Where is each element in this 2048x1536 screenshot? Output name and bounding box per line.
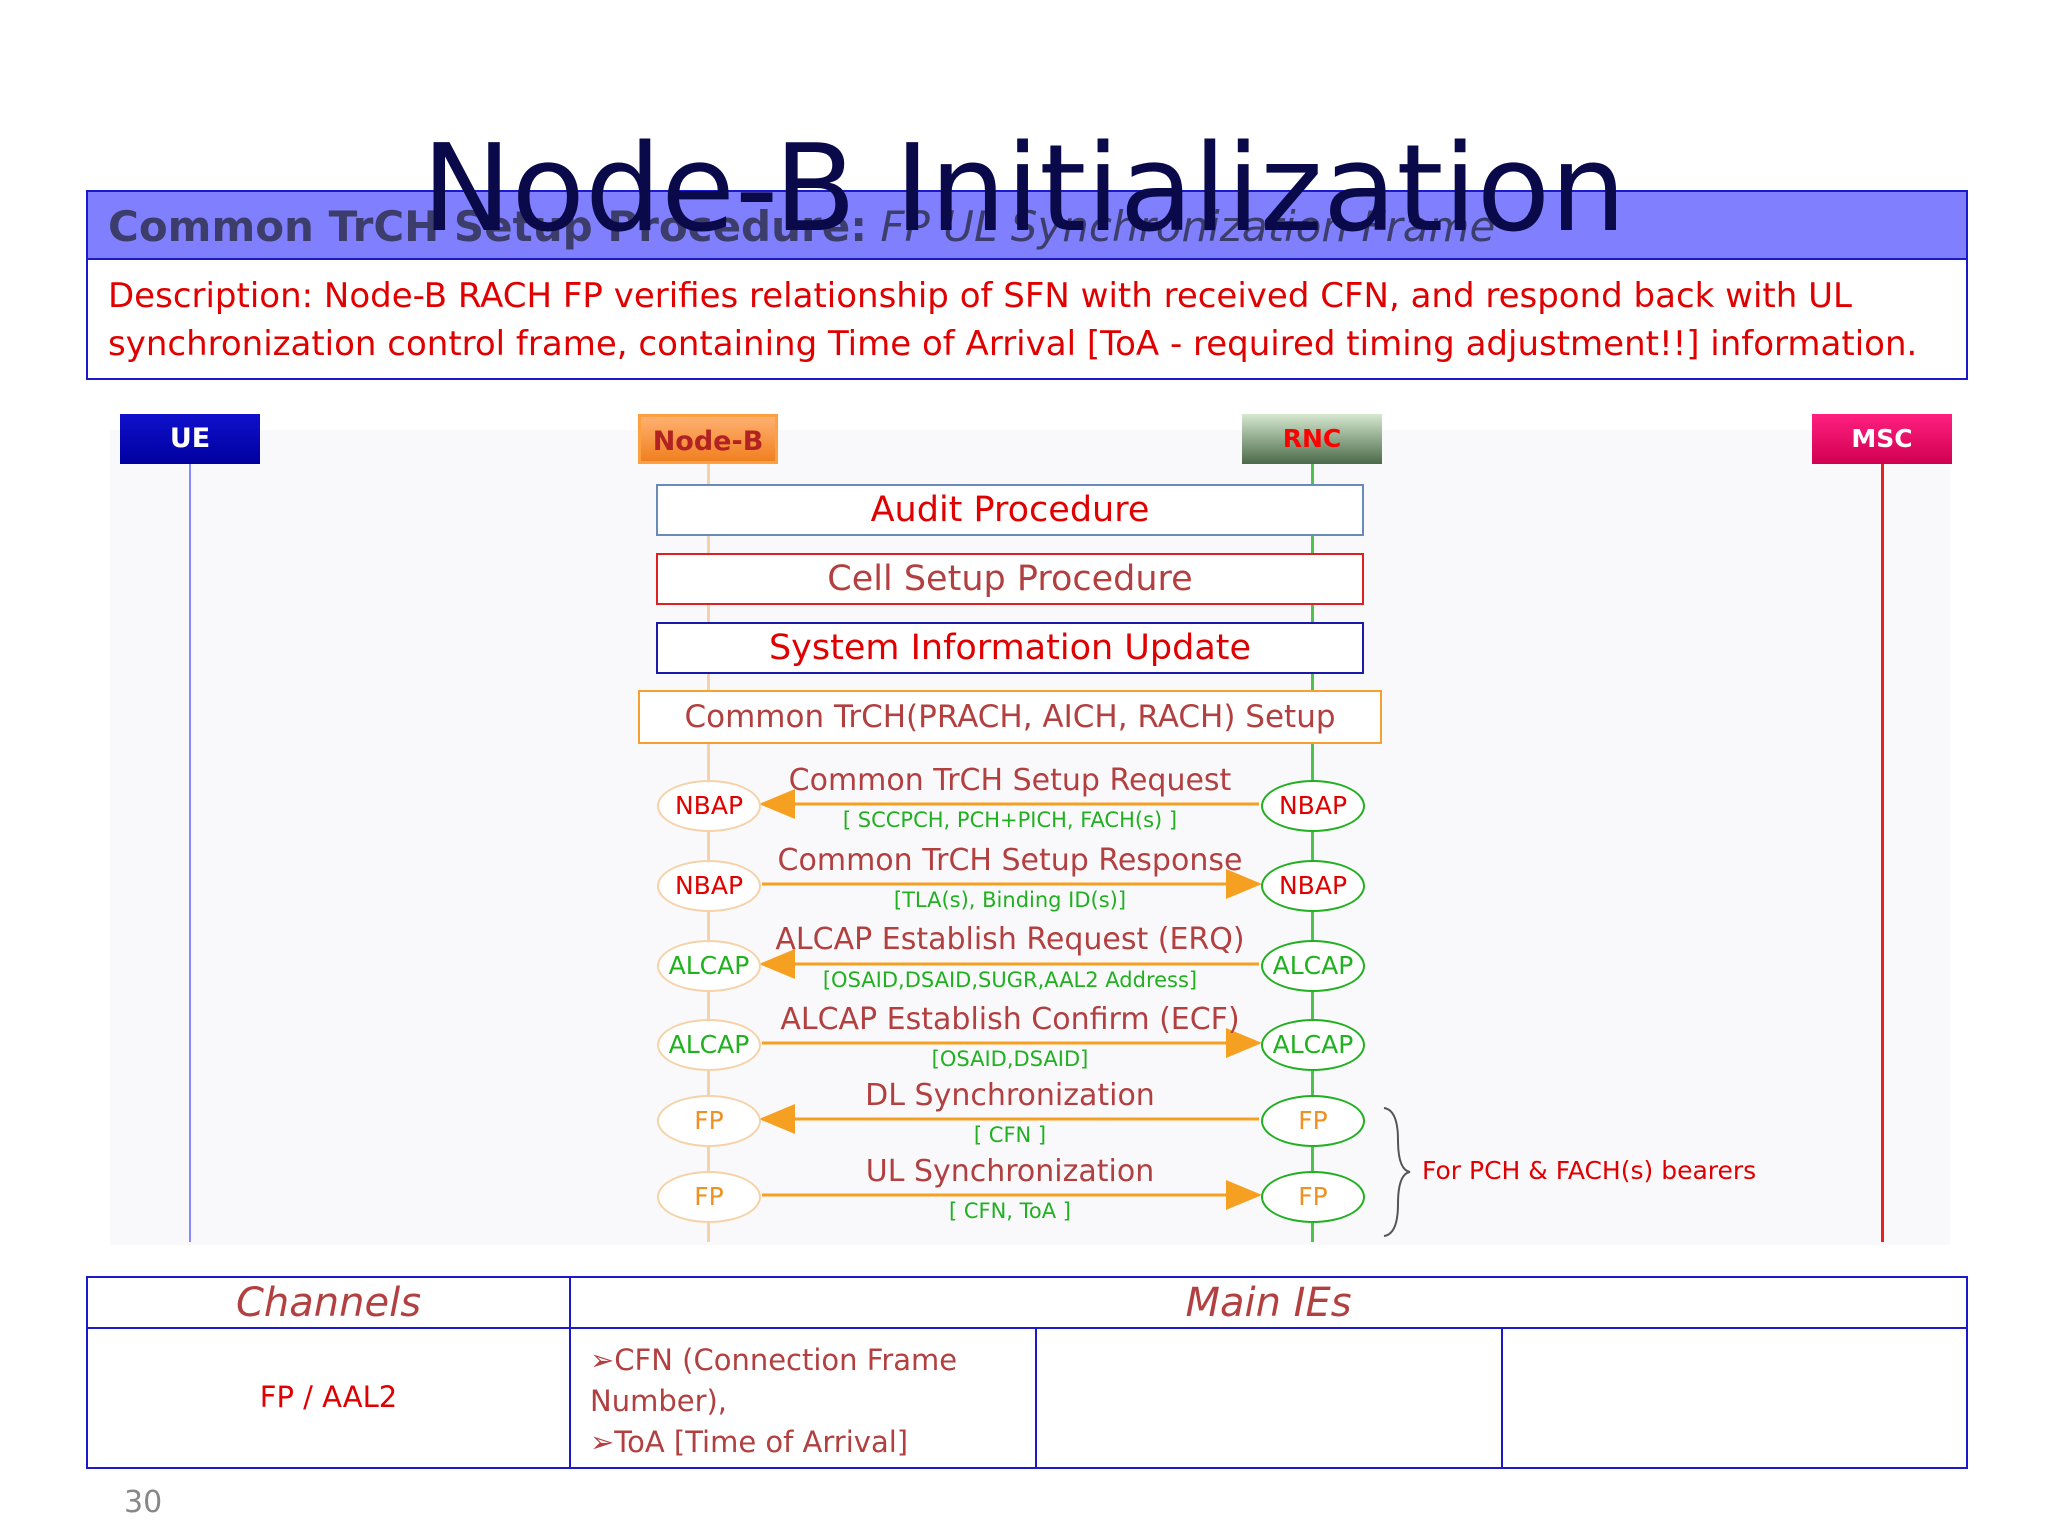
msc-lifeline bbox=[1881, 464, 1884, 1242]
nbap-oval-rnc: NBAP bbox=[1261, 860, 1365, 912]
slide-title: Node-B Initialization bbox=[421, 120, 1627, 259]
table-header-main-ies: Main IEs bbox=[1185, 1280, 1352, 1326]
alcap-oval-nodeb: ALCAP bbox=[657, 940, 761, 992]
page-number: 30 bbox=[124, 1485, 163, 1520]
table-header-channels: Channels bbox=[235, 1280, 422, 1326]
procedure-header: Common TrCH Setup Procedure: FP UL Synch… bbox=[108, 202, 1495, 251]
table-col-divider-3 bbox=[1501, 1327, 1503, 1469]
msg-label: ALCAP Establish Confirm (ECF) bbox=[780, 1002, 1240, 1037]
procedure-header-main: Common TrCH Setup Procedure: bbox=[108, 202, 868, 251]
alcap-oval-nodeb: ALCAP bbox=[657, 1019, 761, 1071]
nbap-oval-nodeb: NBAP bbox=[657, 780, 761, 832]
table-cell-channel: FP / AAL2 bbox=[259, 1380, 398, 1414]
msg-label: Common TrCH Setup Response bbox=[777, 843, 1243, 878]
table-col-divider-1 bbox=[569, 1276, 571, 1469]
ie-toa: ➢ToA [Time of Arrival] bbox=[590, 1425, 909, 1459]
fp-oval-rnc: FP bbox=[1261, 1095, 1365, 1147]
ue-lifeline bbox=[189, 464, 191, 1242]
bearers-brace bbox=[1383, 1107, 1411, 1237]
alcap-oval-rnc: ALCAP bbox=[1261, 940, 1365, 992]
table-header-divider bbox=[86, 1327, 1968, 1329]
rnc-lifeline bbox=[1311, 464, 1314, 1242]
table-col-divider-2 bbox=[1035, 1327, 1037, 1469]
entity-nodeb: Node-B bbox=[638, 414, 778, 464]
msg-params: [ SCCPCH, PCH+PICH, FACH(s) ] bbox=[842, 808, 1178, 832]
fp-oval-nodeb: FP bbox=[657, 1095, 761, 1147]
msg-label: DL Synchronization bbox=[865, 1078, 1155, 1113]
bearers-annotation: For PCH & FACH(s) bearers bbox=[1422, 1156, 1757, 1185]
table-cell-ies: ➢CFN (Connection Frame Number), ➢ToA [Ti… bbox=[590, 1340, 1030, 1463]
ie-cfn: ➢CFN (Connection Frame Number), bbox=[590, 1343, 958, 1418]
msg-params: [TLA(s), Binding ID(s)] bbox=[893, 888, 1127, 912]
system-info-update-box: System Information Update bbox=[656, 622, 1364, 674]
msg-params: [OSAID,DSAID] bbox=[931, 1047, 1089, 1071]
common-trch-setup-box: Common TrCH(PRACH, AICH, RACH) Setup bbox=[638, 690, 1382, 744]
msg-label: Common TrCH Setup Request bbox=[788, 763, 1232, 798]
procedure-header-sub: FP UL Synchronization Frame bbox=[867, 202, 1496, 251]
fp-oval-nodeb: FP bbox=[657, 1171, 761, 1223]
fp-oval-rnc: FP bbox=[1261, 1171, 1365, 1223]
msg-params: [ CFN, ToA ] bbox=[948, 1199, 1071, 1223]
nbap-oval-nodeb: NBAP bbox=[657, 860, 761, 912]
msg-params: [ CFN ] bbox=[973, 1123, 1047, 1147]
msg-label: UL Synchronization bbox=[865, 1154, 1155, 1189]
entity-msc: MSC bbox=[1812, 414, 1952, 464]
msg-params: [OSAID,DSAID,SUGR,AAL2 Address] bbox=[822, 968, 1198, 992]
cell-setup-procedure-box: Cell Setup Procedure bbox=[656, 553, 1364, 605]
description-box: Description: Node-B RACH FP verifies rel… bbox=[86, 258, 1968, 380]
ie-table bbox=[86, 1276, 1968, 1469]
nbap-oval-rnc: NBAP bbox=[1261, 780, 1365, 832]
entity-ue: UE bbox=[120, 414, 260, 464]
audit-procedure-box: Audit Procedure bbox=[656, 484, 1364, 536]
alcap-oval-rnc: ALCAP bbox=[1261, 1019, 1365, 1071]
nodeb-lifeline bbox=[707, 464, 710, 1242]
msg-label: ALCAP Establish Request (ERQ) bbox=[775, 922, 1245, 957]
entity-rnc: RNC bbox=[1242, 414, 1382, 464]
procedure-header-bar: Common TrCH Setup Procedure: FP UL Synch… bbox=[86, 190, 1968, 260]
